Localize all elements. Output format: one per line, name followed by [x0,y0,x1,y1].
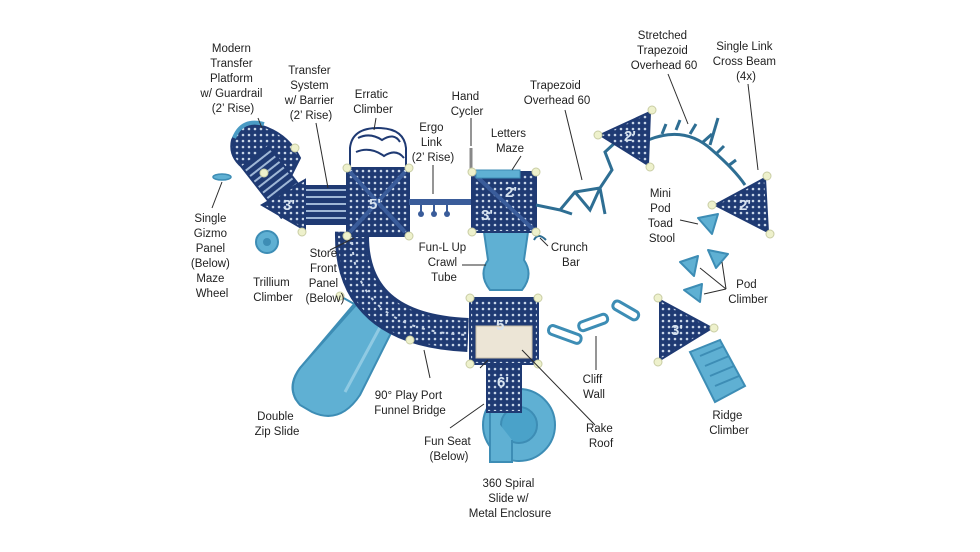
post-caps [259,105,775,369]
label-transfer-system: Transfer System w/ Barrier (2’ Rise) [284,65,337,122]
label-fun-l-up: Fun-L Up Crawl Tube [419,242,470,284]
deck-height-center-bottom: 3' [481,207,493,224]
letters-maze-panel [475,169,521,179]
label-stretched-trapezoid: Stretched Trapezoid Overhead 60 [631,30,698,72]
label-trillium-climber: Trillium Climber [253,277,293,304]
funnel-bridge [334,231,470,352]
label-mini-pod: Mini Pod Toad Stool [648,188,676,245]
label-single-gizmo: Single Gizmo Panel (Below) Maze Wheel [191,213,233,300]
label-crunch-bar: Crunch Bar [551,242,591,269]
label-hand-cycler: Hand Cycler [451,91,484,118]
label-spiral-slide: 360 Spiral Slide w/ Metal Enclosure [469,478,551,520]
label-ergo-link: Ergo Link (2’ Rise) [412,122,455,164]
deck-triangle-right [712,176,770,234]
label-modern-transfer: Modern Transfer Platform w/ Guardrail (2… [199,43,265,115]
label-trapezoid-overhead: Trapezoid Overhead 60 [524,80,591,107]
leader-lines [211,73,759,429]
deck-height-triangle-lower: 3' [671,322,683,339]
label-fun-seat: Fun Seat (Below) [424,436,474,463]
label-store-front: Store Front Panel (Below) [306,248,345,305]
pod-climbers [679,249,729,303]
maze-wheel [212,173,232,181]
deck-height-left-triangle: 3' [283,197,295,214]
deck-bottom-square [486,363,522,413]
ridge-climber [688,338,747,404]
deck-height-lower-square: 5' [496,317,508,334]
crunch-bar [533,235,547,241]
component-labels: Modern Transfer Platform w/ Guardrail (2… [191,30,779,520]
deck-height-triangle-top: 2' [624,128,636,145]
cliff-wall [546,299,641,345]
deck-height-center-top: 2' [505,184,517,201]
label-single-link-cross-beam: Single Link Cross Beam (4x) [713,41,779,83]
deck-triangle-top [597,110,652,167]
deck-height-left-square: 5' [369,196,381,213]
ergo-link [409,199,472,217]
label-pod-climber: Pod Climber [728,279,768,306]
label-play-port: 90° Play Port Funnel Bridge [374,390,446,417]
label-rake-roof: Rake Roof [586,423,616,450]
trapezoid-overhead [535,138,620,216]
label-erratic-climber: Erratic Climber [353,89,393,116]
label-double-zip: Double Zip Slide [255,411,300,438]
rake-roof [475,325,533,359]
erratic-climber [349,126,407,169]
mini-pod-toad-stool [697,213,719,235]
label-cliff-wall: Cliff Wall [583,374,606,401]
deck-heights: 5' 2' 3' 5' 6' 3' 2' 2' 3' [283,128,751,391]
transfer-system-steps [304,185,348,225]
trillium-climber [255,230,279,254]
stretched-trapezoid-overhead [647,132,747,186]
crawl-tube [482,223,530,291]
label-letters-maze: Letters Maze [491,128,529,155]
deck-height-triangle-right: 2' [739,197,751,214]
deck-height-bottom: 6' [497,374,509,391]
label-ridge-climber: Ridge Climber [709,410,749,437]
deck-triangle-lower-right [659,298,715,362]
